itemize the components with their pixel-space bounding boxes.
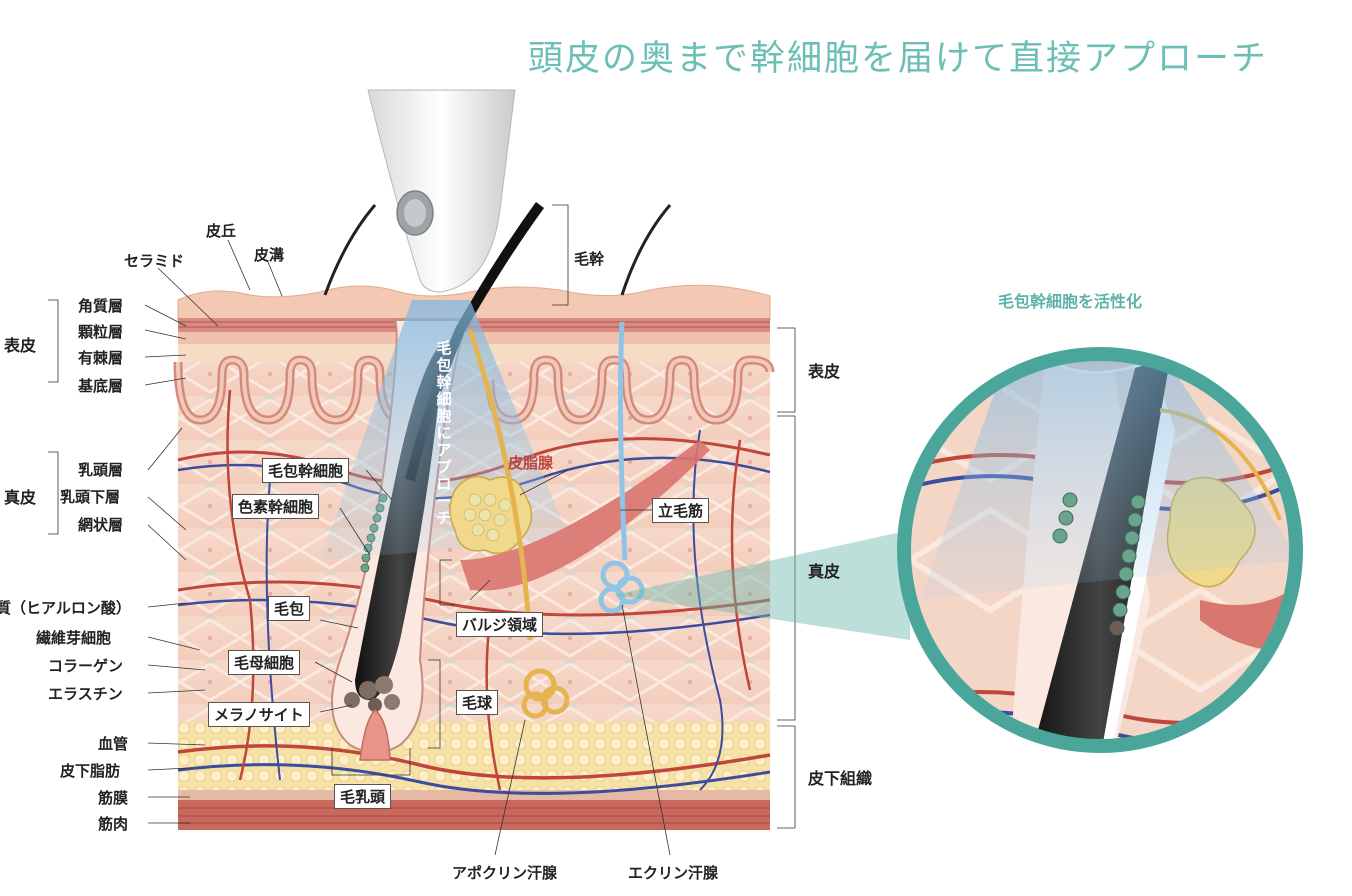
leader-lines — [48, 204, 796, 856]
vertical-approach-text: 毛包幹細胞にアプローチ — [436, 339, 452, 527]
hair-strand-right — [620, 204, 672, 296]
group-subcutis-right: 皮下組織 — [808, 769, 873, 788]
label-blood-vessel: 血管 — [98, 735, 129, 753]
label-subpapillary: 乳頭下層 — [60, 488, 121, 506]
apocrine-gland — [467, 329, 570, 719]
papilla-shape — [359, 709, 391, 761]
fascia-layer — [178, 790, 770, 800]
label-apocrine: アポクリン汗腺 — [452, 864, 558, 882]
label-collagen: コラーゲン — [48, 657, 124, 675]
label-papilla: 毛乳頭 — [334, 784, 392, 809]
label-bulb: 毛球 — [456, 690, 499, 715]
label-melanocyte: メラノサイト — [208, 702, 310, 727]
zoom-caption: 毛包幹細胞を活性化 — [998, 292, 1143, 311]
label-hair-shaft: 毛幹 — [574, 250, 605, 268]
label-pigment-stem: 色素幹細胞 — [232, 494, 320, 519]
label-matrix-cell: 毛母細胞 — [228, 650, 301, 675]
group-epidermis-left: 表皮 — [4, 336, 37, 355]
zoom-connector — [614, 530, 910, 640]
label-bulge: バルジ領域 — [456, 612, 544, 637]
label-papillary: 乳頭層 — [78, 461, 124, 479]
label-follicle-stem: 毛包幹細胞 — [262, 458, 350, 483]
group-dermis-right: 真皮 — [808, 562, 841, 581]
label-stratum-corneum: 角質層 — [78, 297, 124, 315]
label-muscle: 筋肉 — [98, 815, 129, 833]
group-dermis-left: 真皮 — [4, 488, 37, 507]
group-epidermis-right: 表皮 — [808, 362, 841, 381]
label-matrix: 質（ヒアルロン酸） — [0, 599, 131, 617]
label-spinous: 有棘層 — [78, 349, 124, 367]
zoom-view — [910, 360, 1290, 740]
label-subcutaneous-fat: 皮下脂肪 — [60, 762, 121, 780]
label-groove: 皮溝 — [254, 246, 285, 264]
label-follicle: 毛包 — [268, 596, 311, 621]
label-ceramide: セラミド — [124, 252, 185, 270]
muscle-layer — [178, 800, 770, 830]
label-hill: 皮丘 — [206, 222, 237, 240]
page-title: 頭皮の奥まで幹細胞を届けて直接アプローチ — [528, 39, 1269, 79]
label-elastin: エラスチン — [48, 685, 123, 703]
device-head — [367, 89, 516, 293]
label-arrector: 立毛筋 — [652, 498, 710, 523]
label-granular: 顆粒層 — [78, 323, 124, 341]
eccrine-gland — [598, 321, 645, 614]
label-fascia: 筋膜 — [98, 789, 129, 807]
label-basal: 基底層 — [78, 377, 124, 395]
hair-strand-left — [323, 204, 377, 296]
fat-layer — [178, 722, 770, 800]
label-sebaceous: 皮脂腺 — [508, 454, 554, 472]
label-reticular: 網状層 — [78, 516, 124, 534]
label-eccrine: エクリン汗腺 — [628, 864, 719, 882]
label-fibroblast: 繊維芽細胞 — [36, 629, 112, 647]
zoom-ring — [897, 347, 1303, 753]
